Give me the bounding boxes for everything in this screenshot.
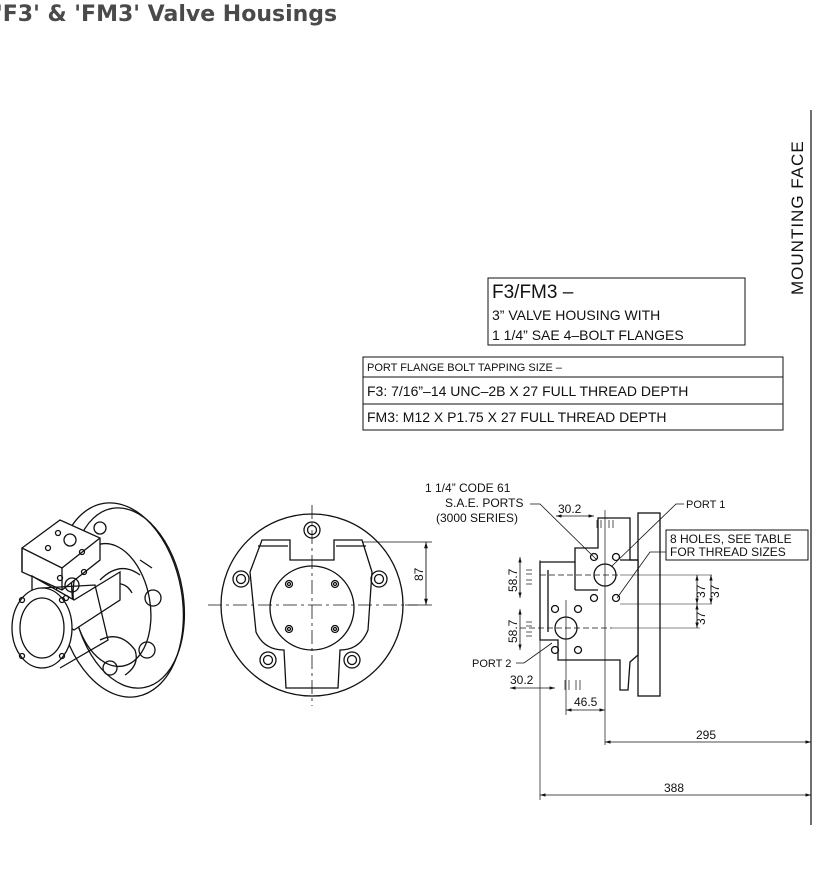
dim-87: 87	[412, 567, 426, 581]
page-title: 'F3' & 'FM3' Valve Housings	[0, 2, 338, 27]
dim-37-lower: 37	[694, 611, 708, 625]
dim-30-2-top: 30.2	[558, 502, 582, 516]
callout-port2: PORT 2	[472, 658, 511, 670]
model-box-line2: 3” VALVE HOUSING WITH	[492, 307, 660, 323]
tapping-table-row-f3: F3: 7/16”–14 UNC–2B X 27 FULL THREAD DEP…	[367, 383, 688, 399]
isometric-view	[11, 502, 186, 698]
callout-holes-line2: FOR THREAD SIZES	[670, 545, 786, 559]
model-box: F3/FM3 – 3” VALVE HOUSING WITH 1 1/4” SA…	[487, 277, 746, 346]
callout-holes-line1: 8 HOLES, SEE TABLE	[670, 532, 792, 546]
dim-46-5: 46.5	[574, 695, 598, 709]
model-box-line3: 1 1/4” SAE 4–BOLT FLANGES	[492, 327, 684, 343]
mounting-face-label: MOUNTING FACE	[788, 140, 807, 295]
side-view	[510, 503, 811, 800]
dim-58-7-bottom: 58.7	[506, 619, 520, 643]
dim-37-upper: 37	[694, 584, 708, 598]
dim-388: 388	[664, 781, 684, 795]
dim-37-right: 37	[708, 584, 722, 598]
tapping-table-row-fm3: FM3: M12 X P1.75 X 27 FULL THREAD DEPTH	[367, 409, 667, 425]
holes-callout-box: 8 HOLES, SEE TABLE FOR THREAD SIZES	[665, 529, 809, 561]
dim-30-2-bottom: 30.2	[510, 673, 534, 687]
dim-58-7-top: 58.7	[506, 568, 520, 592]
callout-ports-line3: (3000 SERIES)	[436, 511, 518, 525]
tapping-table-header: PORT FLANGE BOLT TAPPING SIZE –	[367, 362, 563, 374]
model-box-line1: F3/FM3 –	[492, 282, 574, 303]
front-view	[208, 505, 432, 706]
tapping-table: PORT FLANGE BOLT TAPPING SIZE – F3: 7/16…	[362, 356, 784, 431]
callout-ports-line1: 1 1/4” CODE 61	[425, 481, 511, 495]
callout-ports-line2: S.A.E. PORTS	[445, 496, 523, 510]
dim-295: 295	[696, 728, 716, 742]
callout-port1: PORT 1	[686, 499, 725, 511]
